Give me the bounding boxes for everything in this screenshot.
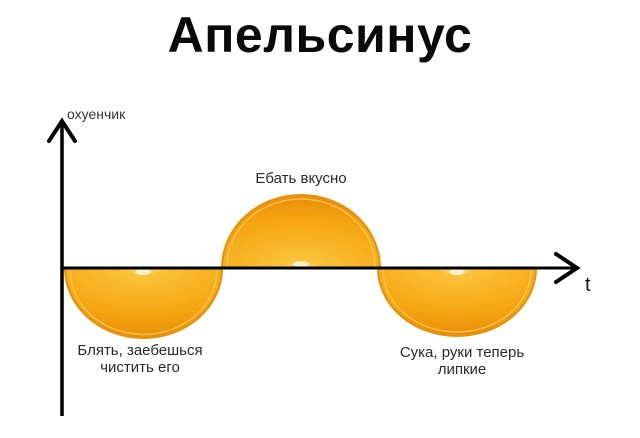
peak-annotation: Ебать вкусно: [255, 170, 347, 187]
y-axis-label: охуенчик: [67, 106, 126, 122]
trough-2-line-2: липкие: [437, 361, 487, 378]
x-axis-arrow-icon: [554, 252, 581, 284]
page-title: Апельсинус: [167, 7, 473, 63]
trough-2-line-1: Сука, руки теперь: [399, 344, 525, 361]
orange-slice-peak: [220, 194, 382, 269]
orange-slice-trough-2: [376, 267, 538, 337]
x-axis: [62, 252, 581, 284]
trough-1-line-1: Блять, заебешься: [77, 342, 203, 359]
x-axis-label: t: [585, 274, 591, 296]
orange-slice-trough-1: [63, 267, 224, 339]
y-axis-arrow-icon: [47, 117, 77, 143]
trough-1-annotation: Блять, заебешься чистить его: [50, 342, 230, 376]
y-axis: [47, 117, 77, 416]
trough-2-annotation: Сука, руки теперь липкие: [372, 344, 552, 378]
trough-1-line-2: чистить его: [100, 359, 180, 376]
